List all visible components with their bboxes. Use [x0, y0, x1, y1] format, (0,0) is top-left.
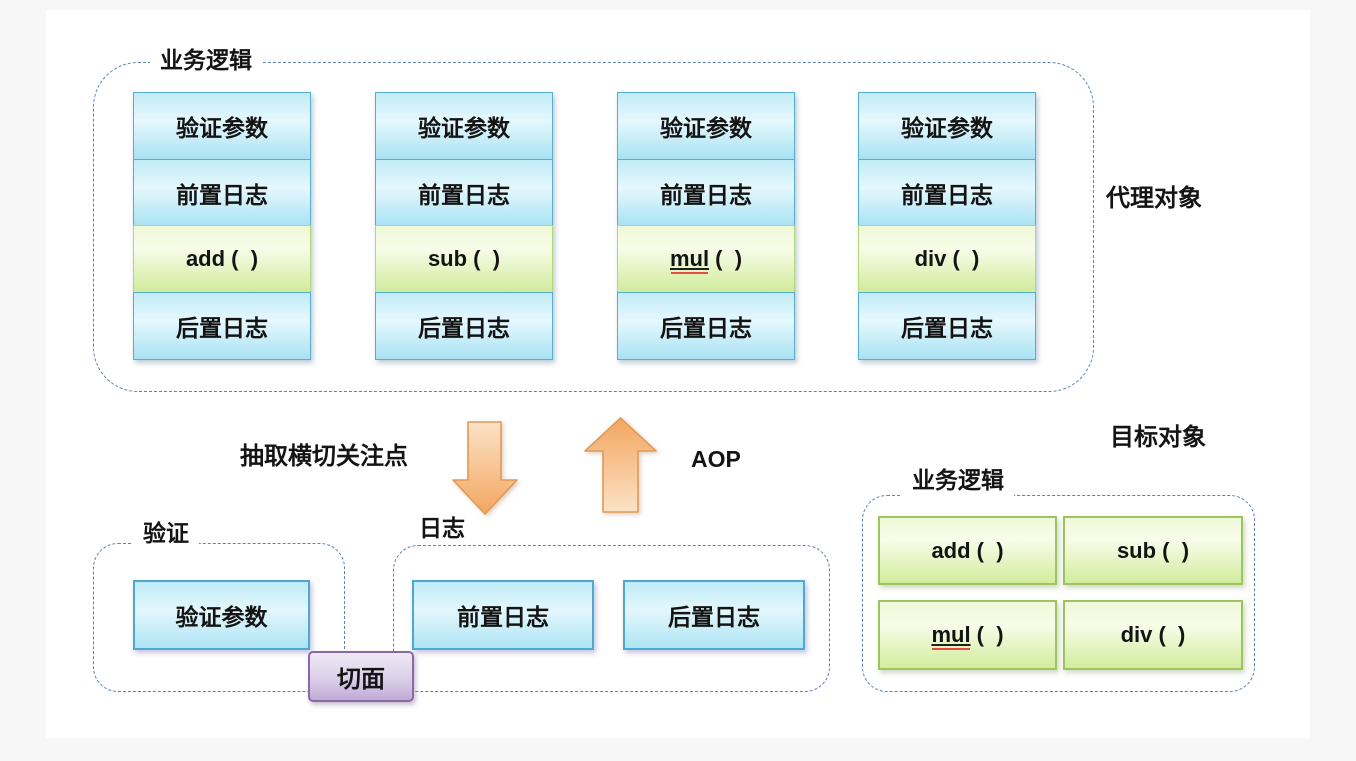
aspect-box: 切面: [308, 651, 414, 702]
method-cell-div: div ( ): [858, 225, 1036, 293]
method-word: div: [1120, 622, 1153, 647]
validate-params-cell: 验证参数: [858, 92, 1036, 160]
proxy-stack-sub: 验证参数 前置日志 sub ( ) 后置日志: [375, 92, 553, 360]
target-method-sub: sub ( ): [1063, 516, 1243, 585]
target-method-add: add ( ): [878, 516, 1057, 585]
validation-label: 验证: [133, 517, 199, 549]
log-container: [393, 545, 830, 692]
method-parens: ( ): [970, 622, 1004, 647]
method-word: div: [914, 246, 947, 271]
method-cell-mul: mul ( ): [617, 225, 795, 293]
before-log-cell: 前置日志: [858, 158, 1036, 227]
log-label: 日志: [409, 512, 475, 544]
target-business-logic-container: [862, 495, 1255, 692]
method-parens: ( ): [1152, 622, 1186, 647]
method-parens: ( ): [970, 537, 1004, 563]
method-word: add: [931, 537, 971, 563]
before-log-cell: 前置日志: [375, 158, 553, 227]
up-arrow-icon: [584, 417, 657, 513]
method-parens: ( ): [467, 246, 501, 271]
method-cell-add: add ( ): [133, 225, 311, 293]
proxy-stack-div: 验证参数 前置日志 div ( ) 后置日志: [858, 92, 1036, 360]
target-container-label: 业务逻辑: [902, 464, 1014, 496]
method-word-misspelled: mul: [669, 246, 710, 271]
aop-label: AOP: [691, 446, 741, 472]
method-word: sub: [1116, 537, 1157, 563]
after-log-cell: 后置日志: [617, 291, 795, 360]
proxy-stack-add: 验证参数 前置日志 add ( ) 后置日志: [133, 92, 311, 360]
method-parens: ( ): [1156, 537, 1190, 563]
down-arrow-icon: [452, 421, 518, 515]
before-log-cell: 前置日志: [133, 158, 311, 227]
method-word: sub: [427, 246, 468, 271]
extract-crosscut-label: 抽取横切关注点: [240, 443, 408, 470]
proxy-object-label: 代理对象: [1106, 185, 1202, 212]
method-word: add: [185, 246, 226, 271]
target-method-mul: mul ( ): [878, 600, 1057, 670]
validation-container: [93, 543, 345, 692]
proxy-container-label: 业务逻辑: [150, 44, 262, 76]
target-object-label: 目标对象: [1110, 424, 1206, 451]
before-log-cell: 前置日志: [617, 158, 795, 227]
proxy-business-logic-container: [93, 62, 1094, 392]
method-cell-sub: sub ( ): [375, 225, 553, 293]
before-log-box: 前置日志: [412, 580, 594, 650]
validate-params-cell: 验证参数: [133, 92, 311, 160]
validate-params-cell: 验证参数: [375, 92, 553, 160]
after-log-cell: 后置日志: [858, 291, 1036, 360]
after-log-cell: 后置日志: [375, 291, 553, 360]
validate-params-cell: 验证参数: [617, 92, 795, 160]
method-word-misspelled: mul: [931, 622, 971, 647]
target-method-div: div ( ): [1063, 600, 1243, 670]
method-parens: ( ): [946, 246, 980, 271]
validate-params-box: 验证参数: [133, 580, 310, 650]
after-log-cell: 后置日志: [133, 291, 311, 360]
after-log-box: 后置日志: [623, 580, 805, 650]
method-parens: ( ): [709, 246, 743, 271]
proxy-stack-mul: 验证参数 前置日志 mul ( ) 后置日志: [617, 92, 795, 360]
method-parens: ( ): [225, 246, 259, 271]
